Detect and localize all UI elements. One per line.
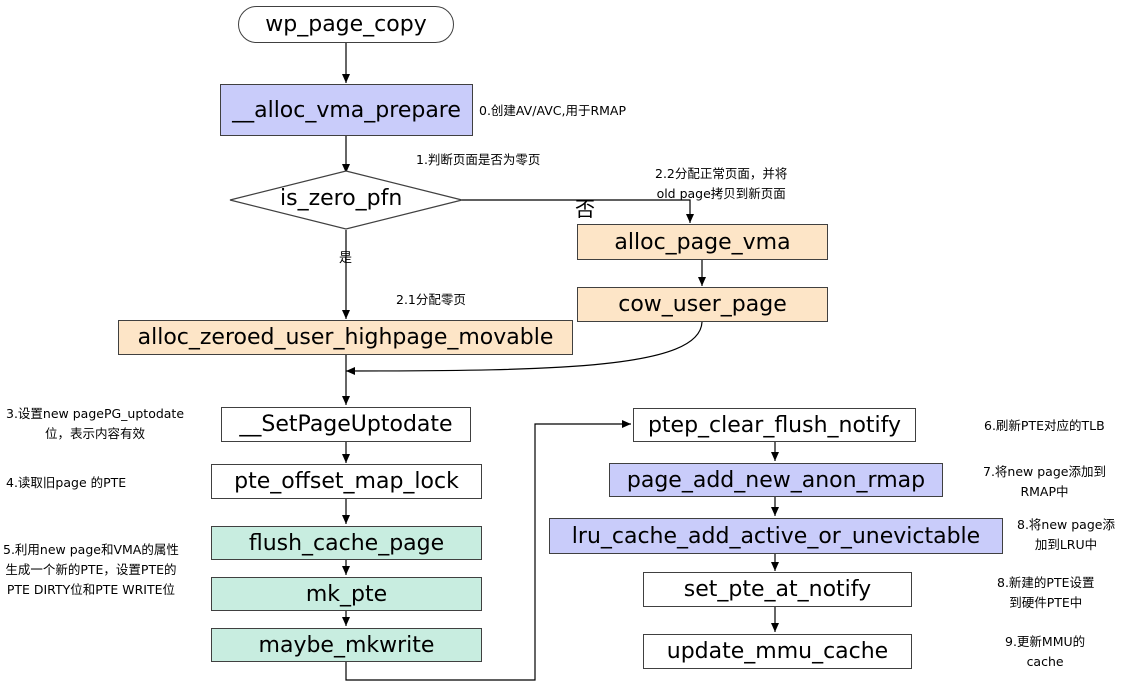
note-2-2-line1: 2.2分配正常页面，并将 [655,166,788,181]
set-pte-at-notify-label: set_pte_at_notify [683,577,872,602]
update-mmu-cache-box: update_mmu_cache [643,634,912,669]
note-9-line2: cache [1026,654,1064,669]
pte-offset-map-lock-label: pte_offset_map_lock [234,469,459,494]
note-2-2: 2.2分配正常页面，并将 old page拷贝到新页面 [655,164,787,204]
note-5-line2: 生成一个新的PTE，设置PTE的 [5,562,177,577]
lru-cache-add-box: lru_cache_add_active_or_unevictable [549,518,1003,554]
is-zero-pfn-label: is_zero_pfn [280,186,403,211]
mk-pte-label: mk_pte [305,581,388,607]
note-2-1: 2.1分配零页 [396,292,466,307]
note-8a-line1: 8.将new page添 [1017,517,1115,532]
maybe-mkwrite-label: maybe_mkwrite [258,632,435,658]
set-page-uptodate-box: __SetPageUptodate [221,407,471,442]
note-7-line1: 7.将new page添加到 [983,464,1106,479]
ptep-clear-flush-notify-box: ptep_clear_flush_notify [633,408,916,442]
note-9-line1: 9.更新MMU的 [1005,634,1086,649]
flush-cache-page-label: flush_cache_page [248,530,445,556]
alloc-page-vma-label: alloc_page_vma [614,229,791,255]
page-add-new-anon-rmap-box: page_add_new_anon_rmap [609,463,943,497]
maybe-mkwrite-box: maybe_mkwrite [211,628,482,662]
note-5-line1: 5.利用new page和VMA的属性 [3,542,179,557]
alloc-zeroed-box: alloc_zeroed_user_highpage_movable [118,320,573,355]
wp-page-copy-label: wp_page_copy [265,12,427,37]
cow-user-page-label: cow_user_page [618,292,787,317]
branch-yes-label: 是 [339,251,353,266]
ptep-clear-flush-notify-label: ptep_clear_flush_notify [647,412,902,438]
note-2-2-line2: old page拷贝到新页面 [656,186,786,201]
set-pte-at-notify-box: set_pte_at_notify [643,572,912,607]
branch-no-label: 否 [575,197,595,221]
wp-page-copy-start: wp_page_copy [238,6,454,43]
note-3-line1: 3.设置new pagePG_uptodate [6,406,185,421]
cow-user-page-box: cow_user_page [577,287,828,322]
note-1: 1.判断页面是否为零页 [416,152,541,167]
pte-offset-map-lock-box: pte_offset_map_lock [211,464,482,499]
lru-cache-add-label: lru_cache_add_active_or_unevictable [571,523,981,549]
note-8a: 8.将new page添 加到LRU中 [1017,515,1115,555]
note-4: 4.读取旧page 的PTE [6,475,127,490]
page-add-new-anon-rmap-label: page_add_new_anon_rmap [626,467,926,493]
note-3: 3.设置new pagePG_uptodate 位，表示内容有效 [6,404,184,444]
note-8b-line2: 到硬件PTE中 [1009,595,1083,610]
note-6: 6.刷新PTE对应的TLB [984,418,1105,433]
alloc-vma-prepare-box: __alloc_vma_prepare [220,84,473,136]
alloc-zeroed-label: alloc_zeroed_user_highpage_movable [137,325,554,350]
alloc-page-vma-box: alloc_page_vma [577,224,828,260]
note-3-line2: 位，表示内容有效 [45,426,146,441]
note-7: 7.将new page添加到 RMAP中 [983,462,1106,502]
note-8b-line1: 8.新建的PTE设置 [997,575,1095,590]
alloc-vma-prepare-label: __alloc_vma_prepare [232,97,461,123]
note-0: 0.创建AV/AVC,用于RMAP [479,103,627,118]
note-8b: 8.新建的PTE设置 到硬件PTE中 [997,573,1095,613]
note-8a-line2: 加到LRU中 [1034,537,1098,552]
arrow-no-to-alloc-page-vma [462,199,694,223]
set-page-uptodate-label: __SetPageUptodate [239,412,453,437]
arrow-cow-to-merge [345,321,703,375]
is-zero-pfn-diamond [229,170,463,230]
mk-pte-box: mk_pte [211,577,482,611]
flush-cache-page-box: flush_cache_page [211,526,482,560]
note-5-line3: PTE DIRTY位和PTE WRITE位 [6,582,176,597]
arrow-mkwrite-to-ptep-clear [345,420,631,681]
note-5: 5.利用new page和VMA的属性 生成一个新的PTE，设置PTE的 PTE… [3,540,179,600]
note-9: 9.更新MMU的 cache [1005,632,1085,672]
update-mmu-cache-label: update_mmu_cache [666,639,889,664]
note-7-line2: RMAP中 [1020,484,1069,499]
